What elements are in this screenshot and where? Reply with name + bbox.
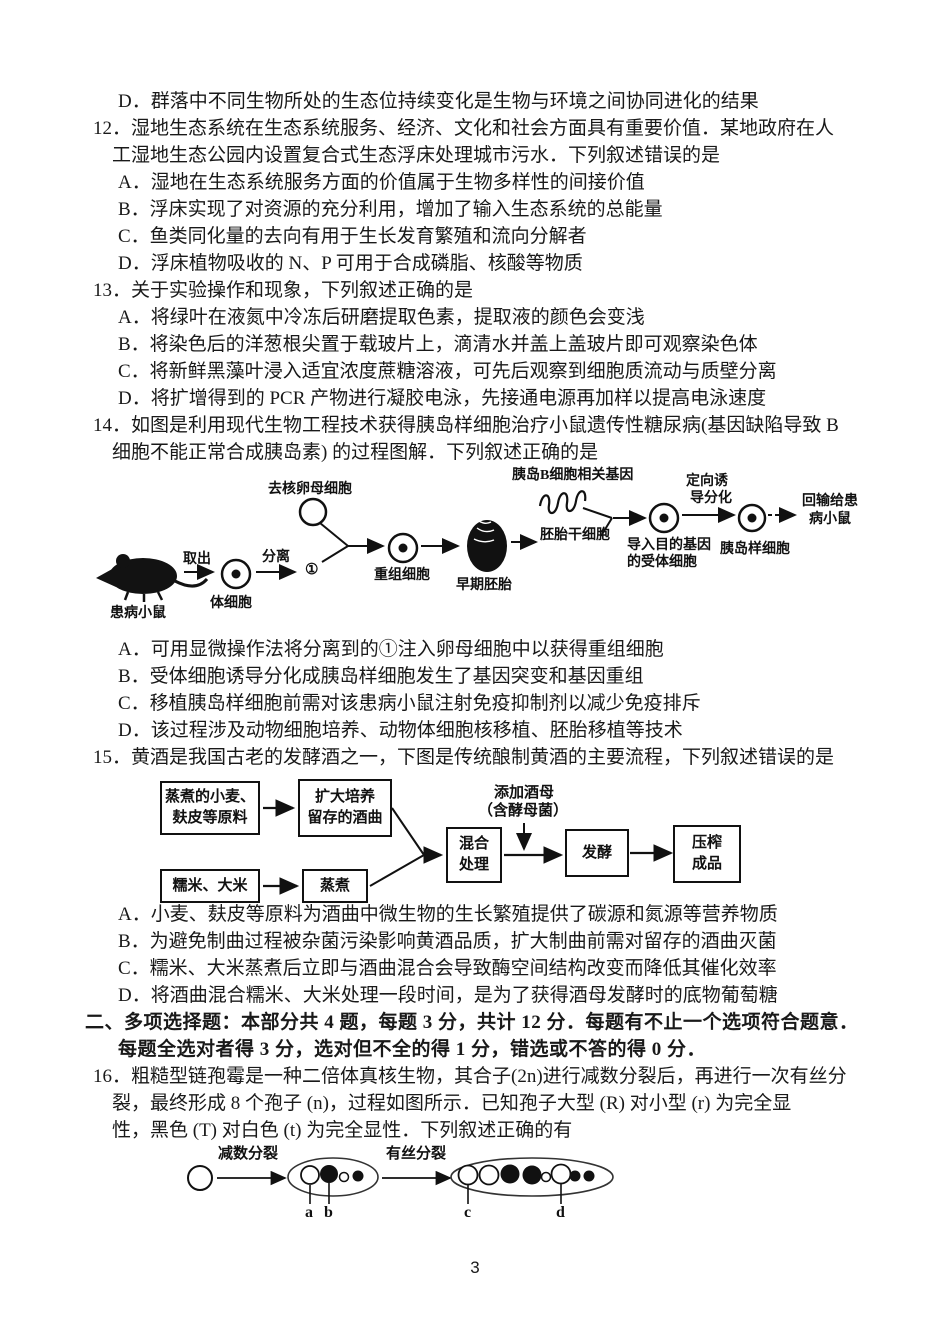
- yeast-label-2: （含酵母菌）: [478, 803, 569, 819]
- sick-mouse-icon: [96, 554, 209, 602]
- embryo-label: 早期胚胎: [456, 578, 512, 593]
- question-12-option-d: D．浮床植物吸收的 N、P 可用于合成磷脂、核酸等物质: [118, 253, 583, 274]
- flow-box-mix-line1: 混合: [458, 836, 489, 852]
- flow-box-mix: 混合 处理: [446, 827, 502, 883]
- spore-label-d: d: [556, 1204, 565, 1221]
- zygote-icon: [187, 1165, 213, 1191]
- spore-label-b: b: [324, 1204, 333, 1221]
- flow-box-ferment-label: 发酵: [581, 844, 612, 861]
- flow-box-rice-label: 糯米、大米: [172, 877, 248, 894]
- flow-box-wheat-line1: 蒸煮的小麦、: [164, 789, 255, 805]
- question-16-diagram: 减数分裂 有丝分裂 a b c d: [0, 1144, 950, 1244]
- question-15-option-c: C．糯米、大米蒸煮后立即与酒曲混合会导致酶空间结构改变而降低其催化效率: [118, 958, 777, 979]
- spore-label-a: a: [305, 1204, 313, 1221]
- question-14-option-a: A．可用显微操作法将分离到的①注入卵母细胞中以获得重组细胞: [118, 639, 664, 660]
- receptor-label-1: 导入目的基因: [627, 538, 711, 553]
- question-13-option-a: A．将绿叶在液氮中冷冻后研磨提取色素，提取液的颜色会变浅: [118, 307, 645, 328]
- question-15-option-d: D．将酒曲混合糯米、大米处理一段时间，是为了获得酒母发酵时的底物葡萄糖: [118, 985, 778, 1006]
- question-14-option-d: D．该过程涉及动物细胞培养、动物体细胞核移植、胚胎移植等技术: [118, 720, 683, 741]
- yeast-label-1: 添加酒母: [494, 785, 555, 801]
- flow-box-rice: 糯米、大米: [160, 869, 260, 903]
- enucleated-oocyte-icon: [298, 497, 328, 527]
- question-16-stem-line3: 性，黑色 (T) 对白色 (t) 为完全显性．下列叙述正确的有: [112, 1120, 573, 1141]
- question-15-flowchart: 蒸煮的小麦、 麸皮等原料 扩大培养 留存的酒曲 糯米、大米 蒸煮 混合 处理 发…: [0, 771, 950, 903]
- flow-box-steam: 蒸煮: [302, 869, 368, 903]
- question-14-diagram: 胰岛B细胞相关基因 去核卵母细胞 定向诱 导分化 回输给患 病小鼠 取出 分离 …: [0, 466, 950, 636]
- flow-box-qu-line2: 留存的酒曲: [307, 810, 383, 826]
- flow-box-mix-line2: 处理: [458, 857, 489, 873]
- recombinant-label: 重组细胞: [374, 568, 430, 583]
- question-15-option-b: B．为避免制曲过程被杂菌污染影响黄酒品质，扩大制曲前需对留存的酒曲灭菌: [118, 931, 777, 952]
- question-13-option-b: B．将染色后的洋葱根尖置于载玻片上，滴清水并盖上盖玻片即可观察染色体: [118, 334, 758, 355]
- question-12-option-c: C．鱼类同化量的去向有用于生长发育繁殖和流向分解者: [118, 226, 587, 247]
- return-label-2: 病小鼠: [809, 512, 851, 527]
- mitosis-label: 有丝分裂: [386, 1146, 447, 1162]
- somatic-cell-icon: [220, 558, 252, 590]
- mouse-label: 患病小鼠: [110, 606, 166, 621]
- recombinant-cell-icon: [387, 532, 419, 564]
- question-12-stem-line1: 12．湿地生态系统在生态系统服务、经济、文化和社会方面具有重要价值．某地政府在人: [93, 118, 835, 139]
- question-16-stem-line1: 16．粗糙型链孢霉是一种二倍体真核生物，其合子(2n)进行减数分裂后，再进行一次…: [93, 1066, 847, 1087]
- q15-flowchart-arrows: [263, 799, 674, 895]
- section-2-header-line2: 每题全选对者得 3 分，选对但不全的得 1 分，错选或不答的得 0 分．: [118, 1039, 707, 1060]
- spore-label-c: c: [464, 1204, 472, 1221]
- question-11-option-d: D．群落中不同生物所处的生态位持续变化是生物与环境之间协同进化的结果: [118, 91, 759, 112]
- question-13-stem: 13．关于实验操作和现象，下列叙述正确的是: [93, 280, 474, 301]
- question-14-option-b: B．受体细胞诱导分化成胰岛样细胞发生了基因突变和基因重组: [118, 666, 644, 687]
- question-12-stem-line2: 工湿地生态公园内设置复合式生态浮床处理城市污水．下列叙述错误的是: [112, 145, 721, 166]
- somatic-label: 体细胞: [210, 596, 252, 611]
- question-15-stem: 15．黄酒是我国古老的发酵酒之一，下图是传统酿制黄酒的主要流程，下列叙述错误的是: [93, 747, 835, 768]
- islet-like-cell-icon: [737, 503, 767, 533]
- flow-box-wheat-line2: 麸皮等原料: [172, 810, 248, 826]
- flow-box-press-line2: 成品: [691, 856, 722, 872]
- oocyte-label: 去核卵母细胞: [268, 482, 352, 497]
- q14-diagram-shapes: [96, 490, 797, 602]
- separate-label: 分离: [262, 550, 290, 565]
- merge-junction: [369, 807, 425, 887]
- islet-label: 胰岛样细胞: [720, 542, 790, 557]
- flow-box-ferment: 发酵: [565, 829, 629, 877]
- esc-label: 胚胎干细胞: [540, 528, 610, 543]
- meiosis-label: 减数分裂: [218, 1146, 279, 1162]
- circled-one-label: ①: [305, 562, 319, 578]
- receptor-label-2: 的受体细胞: [627, 555, 697, 570]
- receptor-cell-icon: [648, 502, 680, 534]
- induce-label-2: 导分化: [690, 491, 732, 506]
- return-label-1: 回输给患: [802, 494, 858, 509]
- question-12-option-a: A．湿地在生态系统服务方面的价值属于生物多样性的间接价值: [118, 172, 645, 193]
- flow-box-qu-line1: 扩大培养: [314, 789, 375, 805]
- section-2-header-line1: 二、多项选择题：本部分共 4 题，每题 3 分，共计 12 分．每题有不止一个选…: [85, 1012, 859, 1033]
- page-number: 3: [470, 1258, 480, 1277]
- flow-box-press-line1: 压榨: [691, 835, 722, 851]
- flow-box-wheat: 蒸煮的小麦、 麸皮等原料: [160, 781, 260, 835]
- ascus-4-spores-icon: [287, 1157, 379, 1204]
- takeout-label: 取出: [183, 552, 211, 567]
- question-15-option-a: A．小麦、麸皮等原料为酒曲中微生物的生长繁殖提供了碳源和氮源等营养物质: [118, 904, 778, 925]
- ascus-8-spores-icon: [450, 1157, 614, 1204]
- question-16-stem-line2: 裂，最终形成 8 个孢子 (n)，过程如图所示．已知孢子大型 (R) 对小型 (…: [112, 1093, 792, 1114]
- question-13-option-d: D．将扩增得到的 PCR 产物进行凝胶电泳，先接通电源再加样以提高电泳速度: [118, 388, 767, 409]
- merge-junction-1: [319, 522, 349, 563]
- question-14-option-c: C．移植胰岛样细胞前需对该患病小鼠注射免疫抑制剂以减少免疫排斥: [118, 693, 701, 714]
- question-14-stem-line1: 14．如图是利用现代生物工程技术获得胰岛样细胞治疗小鼠遗传性糖尿病(基因缺陷导致…: [93, 415, 839, 436]
- merge-junction-2: [582, 507, 613, 537]
- flow-box-press: 压榨 成品: [673, 825, 741, 883]
- flow-box-steam-label: 蒸煮: [319, 877, 350, 894]
- insulin-gene-dna-icon: [538, 490, 587, 515]
- gene-label: 胰岛B细胞相关基因: [512, 468, 634, 483]
- flow-box-qu-culture: 扩大培养 留存的酒曲: [298, 779, 392, 837]
- q16-diagram-shapes: [187, 1157, 614, 1204]
- induce-label-1: 定向诱: [686, 474, 728, 489]
- early-embryo-icon: [467, 520, 507, 572]
- question-13-option-c: C．将新鲜黑藻叶浸入适宜浓度蔗糖溶液，可先后观察到细胞质流动与质壁分离: [118, 361, 777, 382]
- question-14-stem-line2: 细胞不能正常合成胰岛素) 的过程图解．下列叙述正确的是: [112, 442, 599, 463]
- question-12-option-b: B．浮床实现了对资源的充分利用，增加了输入生态系统的总能量: [118, 199, 663, 220]
